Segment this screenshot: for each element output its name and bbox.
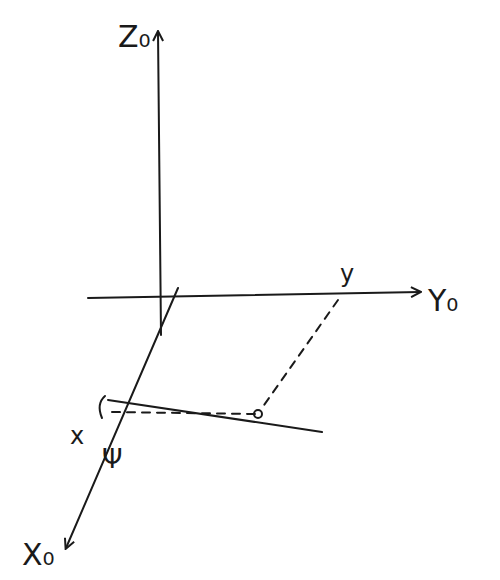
- z-axis: [158, 32, 161, 335]
- dashed-line: [112, 412, 255, 414]
- dashed-line: [262, 300, 338, 408]
- coordinate-label: y: [340, 262, 354, 286]
- angle-arc: [100, 396, 105, 418]
- angle-label: Ψ: [102, 446, 122, 472]
- x-axis: [66, 288, 178, 548]
- axis-label: Z₀: [118, 22, 151, 52]
- coordinate-label: x: [70, 424, 84, 448]
- y-axis: [88, 292, 420, 298]
- axis-label: X₀: [22, 540, 55, 570]
- projection-line: [108, 400, 322, 432]
- point-marker: [254, 410, 262, 418]
- axis-label: Y₀: [428, 286, 458, 316]
